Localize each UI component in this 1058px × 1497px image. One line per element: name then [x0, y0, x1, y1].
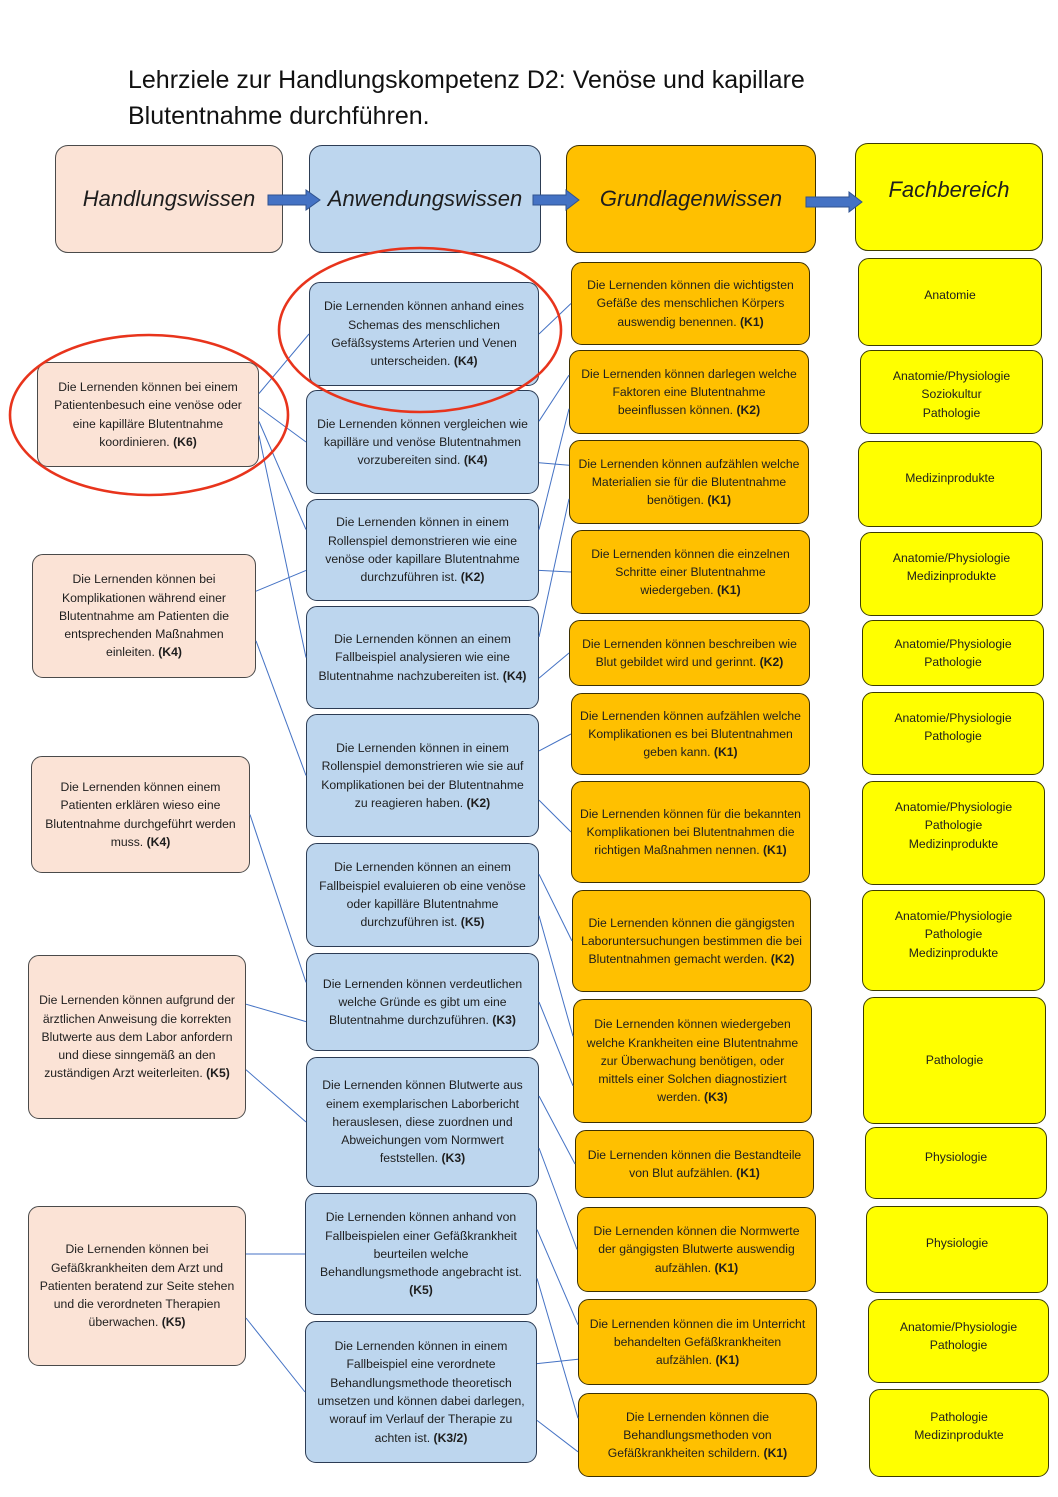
anwendungswissen-item: Die Lernenden können vergleichen wie kap… [306, 390, 539, 494]
anwendungswissen-item: Die Lernenden können verdeutlichen welch… [306, 953, 539, 1051]
header-grundlagenwissen: Grundlagenwissen [566, 145, 816, 253]
highlight-ellipse [277, 246, 563, 414]
grundlagenwissen-item: Die Lernenden können die einzelnen Schri… [571, 530, 810, 614]
connector-line-anwendung-grundlagen [536, 1278, 579, 1419]
header-label: Anwendungswissen [327, 186, 523, 211]
connector-line-handlung-anwendung [249, 814, 307, 983]
grundlagenwissen-item: Die Lernenden können die im Unterricht b… [578, 1299, 817, 1385]
connector-line-handlung-anwendung [258, 333, 310, 394]
handlungswissen-item: Die Lernenden können bei einem Patienten… [37, 362, 259, 467]
handlungswissen-item: Die Lernenden können einem Patienten erk… [31, 756, 250, 873]
connector-line-anwendung-grundlagen [538, 733, 572, 752]
connector-line-anwendung-grundlagen [538, 462, 570, 466]
grundlagenwissen-item: Die Lernenden können darlegen welche Fak… [569, 350, 809, 434]
connector-line-handlung-anwendung [245, 1069, 307, 1123]
connector-line-anwendung-grundlagen [538, 873, 573, 942]
anwendungswissen-item: Die Lernenden können anhand von Fallbeis… [305, 1193, 537, 1315]
header-label: Fachbereich [888, 177, 1010, 202]
fachbereich-item: Medizinprodukte [858, 441, 1042, 527]
header-fachbereich: Fachbereich [855, 143, 1043, 251]
grundlagenwissen-item: Die Lernenden können die wichtigsten Gef… [571, 262, 810, 345]
anwendungswissen-item: Die Lernenden können Blutwerte aus einem… [306, 1057, 539, 1187]
connector-line-anwendung-grundlagen [538, 915, 574, 1037]
connector-line-handlung-anwendung [258, 421, 307, 530]
connector-line-anwendung-grundlagen [536, 1229, 579, 1325]
anwendungswissen-item: Die Lernenden können in einem Rollenspie… [306, 499, 539, 601]
header-handlungswissen: Handlungswissen [55, 145, 283, 253]
anwendungswissen-item: Die Lernenden können in einem Rollenspie… [306, 714, 539, 837]
handlungswissen-item: Die Lernenden können bei Gefäßkrankheite… [28, 1206, 246, 1366]
connector-line-anwendung-grundlagen [538, 799, 572, 833]
connector-line-anwendung-grundlagen [538, 408, 570, 530]
anwendungswissen-item: Die Lernenden können anhand eines Schema… [309, 282, 539, 386]
highlight-ellipses [8, 246, 563, 497]
grundlagenwissen-item: Die Lernenden können aufzählen welche Ma… [569, 440, 809, 524]
fachbereich-item: Physiologie [866, 1206, 1048, 1293]
connector-line-anwendung-grundlagen [538, 498, 570, 638]
header-arrow [267, 188, 863, 214]
connector-line-anwendung-grundlagen [536, 1420, 579, 1453]
fachbereich-item: Anatomie [858, 258, 1042, 346]
fachbereich-item: Pathologie [863, 997, 1046, 1124]
connector-line-anwendung-grundlagen [538, 303, 572, 335]
grundlagenwissen-item: Die Lernenden können aufzählen welche Ko… [571, 693, 810, 775]
connector-line-anwendung-grundlagen [538, 1095, 576, 1165]
connector-line-handlung-anwendung [255, 640, 307, 776]
fachbereich-item: Physiologie [865, 1127, 1047, 1199]
grundlagenwissen-item: Die Lernenden können die gängigsten Labo… [572, 890, 811, 992]
connector-line-handlung-anwendung [245, 1003, 307, 1023]
grundlagenwissen-item: Die Lernenden können für die bekannten K… [571, 781, 810, 883]
handlungswissen-item: Die Lernenden können bei Komplikationen … [32, 554, 256, 678]
anwendungswissen-item: Die Lernenden können in einem Fallbeispi… [305, 1321, 537, 1463]
connector-line-handlung-anwendung [258, 407, 307, 443]
connector-line-handlung-anwendung [258, 435, 307, 658]
grundlagenwissen-item: Die Lernenden können wiedergeben welche … [573, 999, 812, 1123]
arrow-handlung-to-anwendung [267, 189, 321, 211]
header-label: Handlungswissen [82, 186, 256, 211]
connector-line-handlung-anwendung [255, 569, 307, 592]
grundlagenwissen-item: Die Lernenden können beschreiben wie Blu… [569, 620, 810, 686]
handlungswissen-item: Die Lernenden können aufgrund der ärztli… [28, 955, 246, 1119]
connector-line-anwendung-grundlagen [538, 1001, 574, 1086]
arrow-anwendung-to-grundlagen [532, 188, 580, 212]
highlight-ellipse [8, 333, 290, 497]
connector-lines [245, 303, 579, 1453]
grundlagenwissen-item: Die Lernenden können die Normwerte der g… [577, 1207, 816, 1292]
grundlagenwissen-item: Die Lernenden können die Behandlungsmeth… [578, 1393, 817, 1477]
page-title: Lehrziele zur Handlungskompetenz D2: Ven… [128, 66, 805, 130]
arrow-grundlagen-to-fachbereich [805, 190, 863, 214]
header-label: Grundlagenwissen [599, 186, 783, 211]
connector-line-anwendung-grundlagen [538, 1147, 578, 1250]
connector-line-anwendung-grundlagen [538, 569, 572, 573]
grundlagenwissen-item: Die Lernenden können die Bestandteile vo… [575, 1130, 814, 1198]
connector-line-anwendung-grundlagen [536, 1358, 579, 1365]
connector-line-anwendung-grundlagen [538, 652, 570, 679]
anwendungswissen-item: Die Lernenden können an einem Fallbeispi… [306, 606, 539, 709]
anwendungswissen-item: Die Lernenden können an einem Fallbeispi… [306, 843, 539, 947]
connector-line-anwendung-grundlagen [538, 374, 570, 422]
connector-line-handlung-anwendung [245, 1317, 306, 1393]
